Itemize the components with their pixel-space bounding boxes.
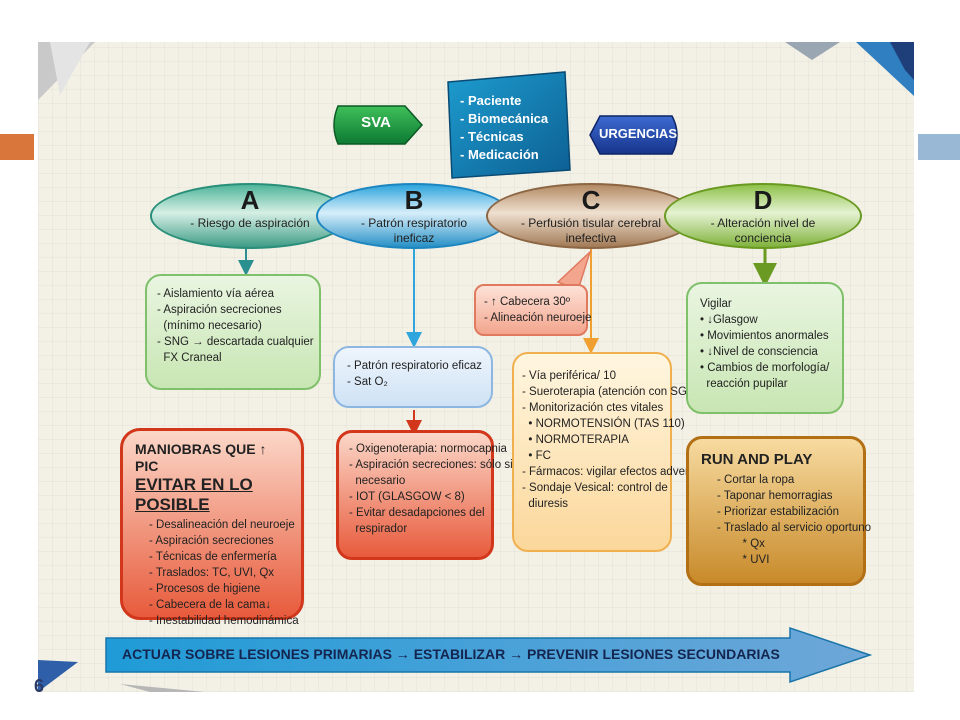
list-item: * Qx	[717, 538, 765, 550]
list-item: - Evitar desadapciones del	[349, 507, 485, 519]
urgencias-arrow-shape	[589, 115, 678, 155]
list-item: • FC	[522, 450, 551, 462]
ellipse-d: D - Alteración nivel de conciencia	[664, 183, 862, 249]
list-item: - Técnicas de enfermería	[149, 551, 277, 563]
ellipse-b: B - Patrón respiratorio ineficaz	[316, 183, 512, 249]
box-b-goals: - Patrón respiratorio eficaz - Sat O₂	[333, 346, 493, 408]
list-item: FX Craneal	[157, 352, 222, 364]
list-item: • Cambios de morfología/	[700, 362, 830, 374]
list-item: - Aspiración secreciones	[157, 304, 282, 316]
ellipse-d-letter: D	[753, 185, 773, 215]
list-item: - Sat O₂	[347, 376, 388, 388]
ellipse-d-text: - Alteración nivel de conciencia	[710, 216, 816, 245]
list-item: • Movimientos anormales	[700, 330, 829, 342]
right-accent-bar	[918, 134, 960, 160]
list-item: - SNG → descartada cualquier	[157, 336, 314, 348]
ellipse-c-text: - Perfusión tisular cerebral inefectiva	[520, 216, 662, 245]
footer-arrow-text: ACTUAR SOBRE LESIONES PRIMARIAS → ESTABI…	[122, 646, 780, 662]
center-item-medicacion: - Medicación	[460, 147, 539, 162]
list-item: - Patrón respiratorio eficaz	[347, 360, 482, 372]
box-run-and-play: RUN AND PLAY - Cortar la ropa - Taponar …	[686, 436, 871, 586]
list-item: - IOT (GLASGOW < 8)	[349, 491, 465, 503]
urgencias-label: URGENCIAS	[598, 126, 677, 141]
sva-arrow-shape	[333, 105, 424, 145]
ellipse-b-text: - Patrón respiratorio ineficaz	[360, 216, 468, 245]
footer-arrow-shape	[105, 626, 873, 684]
box-a-actions: - Aislamiento vía aérea - Aspiración sec…	[145, 274, 321, 390]
list-item: - Taponar hemorragias	[717, 490, 833, 502]
center-item-tecnicas: - Técnicas	[460, 129, 524, 144]
center-card-shape	[447, 71, 571, 179]
list-item: • ↓Nivel de consciencia	[700, 346, 818, 358]
box-c-callout: - ↑ Cabecera 30º - Alineación neuroeje	[474, 284, 591, 336]
box-b-interventions: - Oxigenoterapia: normocapnia - Aspiraci…	[336, 430, 513, 560]
box-d-monitoring: Vigilar • ↓Glasgow • Movimientos anormal…	[686, 282, 844, 414]
center-item-biomecanica: - Biomecánica	[460, 111, 549, 126]
list-item: - ↑ Cabecera 30º	[484, 296, 571, 308]
maniobras-subtitle: EVITAR EN LO POSIBLE	[135, 475, 253, 514]
list-item: - Vía periférica/ 10	[522, 370, 616, 382]
list-item: (mínimo necesario)	[157, 320, 262, 332]
ellipse-c-letter: C	[581, 185, 601, 215]
list-item: respirador	[349, 523, 408, 535]
list-item: - Sondaje Vesical: control de	[522, 482, 668, 494]
list-item: * UVI	[717, 554, 770, 566]
list-item: - Traslados: TC, UVI, Qx	[149, 567, 275, 579]
top-left-corner-shape-light	[50, 42, 90, 95]
list-item: • NORMOTERAPIA	[522, 434, 629, 446]
left-accent-bar	[0, 134, 34, 160]
sva-label: SVA	[361, 114, 391, 131]
list-item: - Desalineación del neuroeje	[149, 519, 295, 531]
ellipse-b-letter: B	[404, 185, 424, 215]
bottom-left-corner-shape	[38, 660, 78, 692]
center-card-list: - Paciente - Biomecánica - Técnicas - Me…	[460, 92, 565, 164]
list-item: - Procesos de higiene	[149, 583, 261, 595]
ellipse-a-letter: A	[240, 185, 260, 215]
top-right-corner-shape-gray	[785, 42, 840, 60]
bottom-center-corner-shape	[120, 684, 205, 692]
list-item: Vigilar	[700, 298, 732, 310]
run-and-play-title: RUN AND PLAY	[701, 451, 813, 468]
ellipse-c: C - Perfusión tisular cerebral inefectiv…	[486, 183, 696, 249]
list-item: necesario	[349, 475, 406, 487]
box-maniobras: MANIOBRAS QUE ↑ PIC EVITAR EN LO POSIBLE…	[120, 428, 304, 627]
list-item: - Aspiración secreciones	[149, 535, 274, 547]
list-item: reacción pupilar	[700, 378, 788, 390]
list-item: • ↓Glasgow	[700, 314, 758, 326]
list-item: - Inestabilidad hemodinámica	[149, 615, 299, 627]
center-item-paciente: - Paciente	[460, 93, 522, 108]
list-item: - Monitorización ctes vitales	[522, 402, 664, 414]
list-item: diuresis	[522, 498, 569, 510]
box-c-interventions: - Vía periférica/ 10 - Sueroterapia (ate…	[512, 352, 707, 552]
top-right-corner-shape-dark	[890, 42, 914, 80]
list-item: - Priorizar estabilización	[717, 506, 840, 518]
ellipse-a-text: - Riesgo de aspiración	[190, 216, 310, 230]
maniobras-title: MANIOBRAS QUE ↑ PIC	[135, 441, 267, 474]
list-item: - Cabecera de la cama↓	[149, 599, 272, 611]
list-item: - Cortar la ropa	[717, 474, 795, 486]
page-number: 6	[34, 676, 45, 696]
list-item: - Aislamiento vía aérea	[157, 288, 274, 300]
